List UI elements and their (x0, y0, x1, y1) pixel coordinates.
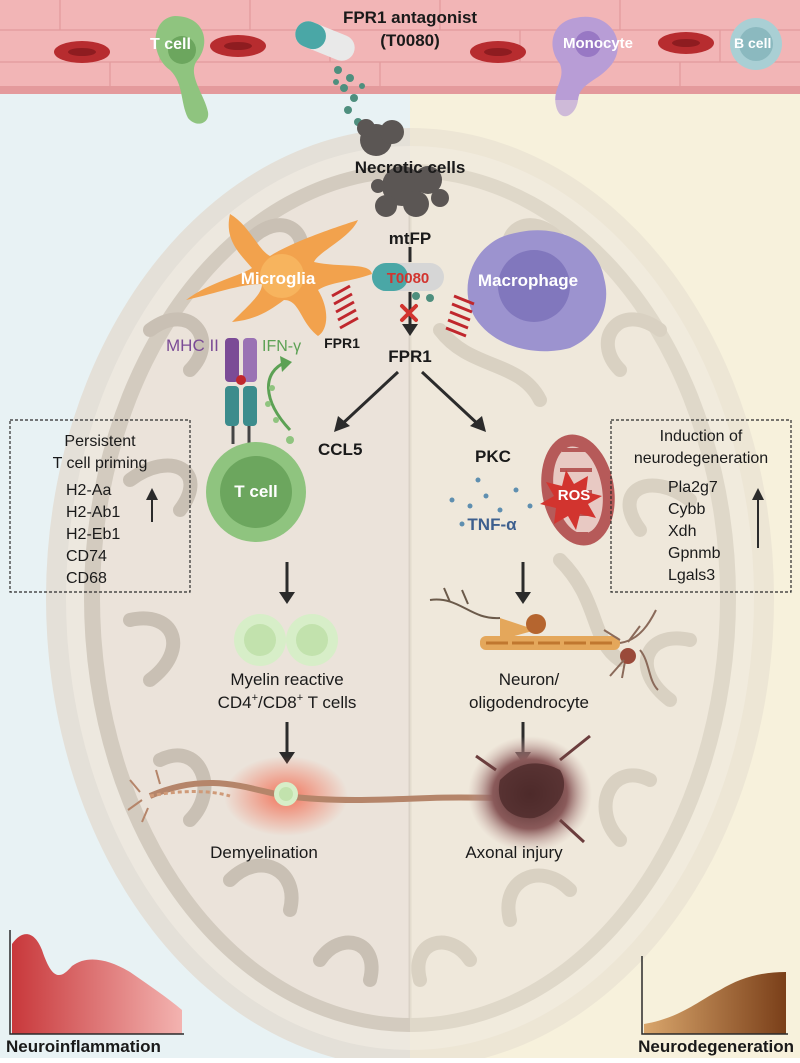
vessel-monocyte (552, 16, 618, 117)
right-gene-item: Cybb (668, 501, 705, 518)
neurodegeneration-label: Neurodegeneration (638, 1037, 794, 1056)
t-cell-large (206, 442, 306, 542)
right-gene-box (610, 419, 792, 593)
antagonist-label-line1: FPR1 antagonist (343, 8, 477, 27)
neuroinflammation-curve (9, 930, 184, 1035)
mhc-ii-label: MHC II (166, 336, 219, 355)
fpr1-microglia-label: FPR1 (324, 335, 360, 351)
block-x-icon (400, 304, 418, 322)
antagonist-label-line2: (T0080) (380, 31, 440, 50)
left-gene-item: H2-Ab1 (66, 504, 120, 521)
fpr1-label: FPR1 (388, 347, 431, 366)
ccl5-label: CCL5 (318, 440, 362, 459)
demyelination-label: Demyelination (210, 843, 318, 862)
left-gene-box (9, 419, 191, 593)
right-box-title-line1: Induction of (660, 428, 743, 445)
right-gene-item: Lgals3 (668, 567, 715, 584)
ros-burst-icon (540, 470, 602, 530)
microglia-label: Microglia (241, 269, 316, 288)
arrowhead-ccl5 (334, 416, 350, 432)
myelin-reactive-t-cells (234, 614, 338, 666)
left-gene-item: H2-Aa (66, 482, 111, 499)
necrotic-cells-label: Necrotic cells (355, 158, 466, 177)
demyelinating-axon (127, 756, 561, 836)
t0080-pill-icon (372, 263, 444, 302)
mtfp-label: mtFP (389, 229, 432, 248)
neuron-label-line1: Neuron/ (499, 670, 560, 689)
right-gene-item: Xdh (668, 523, 696, 540)
vessel-b-cell (730, 18, 782, 70)
down-arrow-left-1 (279, 562, 295, 604)
right-tint (410, 100, 790, 1058)
left-gene-item: CD68 (66, 570, 107, 587)
fpr1-branch-arrows (338, 370, 482, 428)
axonal-injury (468, 734, 592, 852)
ifn-gamma-arrow (265, 356, 294, 444)
neuron-label-line2: oligodendrocyte (469, 693, 589, 712)
left-gene-item: CD74 (66, 548, 107, 565)
myelin-reactive-label-line2: CD4+/CD8+ T cells (218, 692, 357, 712)
down-arrow-right-1 (515, 562, 531, 604)
mhc-ii-molecule (225, 338, 257, 444)
microglia (186, 214, 372, 336)
up-arrow-right (752, 488, 764, 548)
arrowhead-pkc (470, 416, 486, 432)
myelin-reactive-label-line1: Myelin reactive (230, 670, 343, 689)
right-box-title-line2: neurodegeneration (634, 450, 768, 467)
t0080-label: T0080 (387, 270, 430, 287)
ros-label: ROS (558, 487, 591, 504)
left-box-title-line1: Persistent (64, 433, 136, 450)
t-cell-large-label: T cell (234, 482, 277, 501)
left-gene-item: H2-Eb1 (66, 526, 120, 543)
right-gene-item: Pla2g7 (668, 479, 718, 496)
pkc-label: PKC (475, 447, 511, 466)
necrotic-cells (357, 119, 449, 217)
neuron-oligodendrocyte (429, 587, 659, 691)
macrophage (467, 230, 607, 352)
neurodegeneration-curve (641, 956, 788, 1035)
vessel-t-cell (155, 16, 209, 124)
ifn-gamma-label: IFN-γ (262, 338, 301, 355)
fpr1-receptor-microglia (331, 284, 359, 330)
neuroinflammation-label: Neuroinflammation (6, 1037, 161, 1056)
vessel-t-cell-label: T cell (150, 36, 191, 53)
left-box-title-line2: T cell priming (53, 455, 148, 472)
vessel-b-cell-label: B cell (734, 35, 771, 51)
capsule-pill-icon (295, 21, 365, 126)
right-gene-item: Gpnmb (668, 545, 721, 562)
fpr1-receptor-macrophage (445, 294, 475, 338)
up-arrow-left (146, 488, 158, 522)
vessel-monocyte-label: Monocyte (563, 35, 633, 52)
tnf-dots (449, 477, 533, 527)
macrophage-label: Macrophage (478, 271, 578, 290)
arrowhead-to-fpr1 (402, 324, 418, 336)
axonal-injury-label: Axonal injury (465, 843, 563, 862)
tnf-alpha-label: TNF-α (467, 515, 517, 534)
